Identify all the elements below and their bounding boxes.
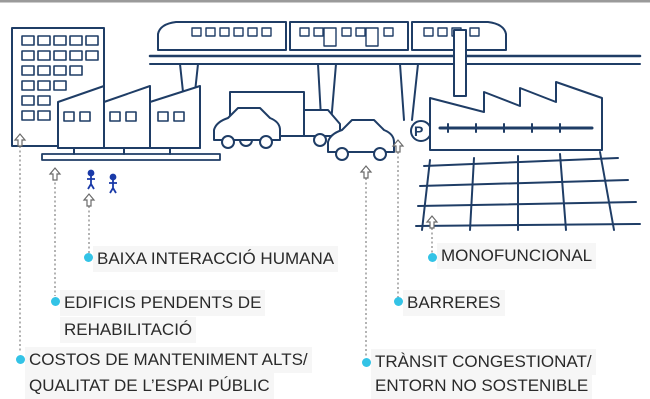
label-costos-line2: QUALITAT DE L’ESPAI PÚBLIC [25, 373, 274, 399]
car-icon-1 [213, 107, 281, 149]
label-transit-line1: TRÀNSIT CONGESTIONAT/ [371, 349, 596, 375]
marker-dot-costos [16, 355, 25, 364]
pedestrian-icons [87, 169, 117, 194]
label-costos-line1: COSTOS DE MANTENIMENT ALTS/ [25, 347, 312, 373]
label-edificis-line2: REHABILITACIÓ [60, 317, 197, 343]
car-icon-2 [327, 119, 395, 161]
parking-sign-letter: P [414, 123, 424, 139]
marker-dot-transit [362, 358, 371, 367]
marker-dot-baixa [84, 253, 93, 262]
field-grid-icon [415, 151, 641, 231]
arrow-markers [13, 133, 439, 229]
label-monofuncional: MONOFUNCIONAL [437, 243, 597, 269]
label-transit-line2: ENTORN NO SOSTENIBLE [371, 373, 593, 399]
marker-dot-monofuncional [428, 253, 437, 262]
row-houses-icon [41, 85, 221, 161]
leader-lines [19, 146, 433, 356]
elevated-railway-icon [148, 54, 642, 136]
train-icon [157, 21, 507, 51]
label-edificis-line1: EDIFICIS PENDENTS DE [60, 290, 266, 316]
marker-dot-barreres [394, 297, 403, 306]
marker-dot-edificis [51, 297, 60, 306]
label-baixa-interaccio: BAIXA INTERACCIÓ HUMANA [93, 246, 339, 272]
label-barreres: BARRERES [403, 290, 505, 316]
factory-icon [429, 29, 603, 151]
